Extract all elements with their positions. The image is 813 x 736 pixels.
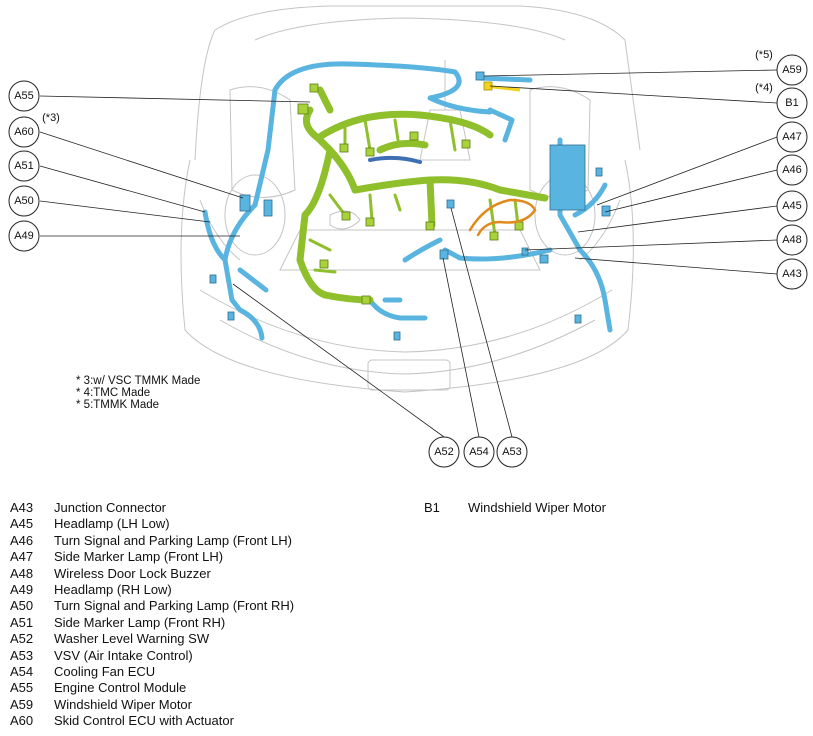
svg-text:A43: A43 — [782, 268, 802, 280]
callout-a47: A47 — [776, 121, 808, 153]
svg-text:(*4): (*4) — [755, 82, 773, 94]
svg-text:(*3): (*3) — [42, 112, 60, 124]
svg-text:A47: A47 — [782, 131, 802, 143]
harness-blue-connectors — [209, 71, 611, 341]
legend-code: A47 — [10, 549, 34, 565]
legend-label: Washer Level Warning SW — [54, 631, 210, 647]
variant-notes: * 3:w/ VSC TMMK Made * 4:TMC Made * 5:TM… — [76, 375, 200, 411]
legend-code: A50 — [10, 598, 34, 614]
legend-label: Windshield Wiper Motor — [468, 500, 606, 515]
legend-code: A53 — [10, 647, 34, 663]
legend-row: A50 Turn Signal and Parking Lamp (Front R… — [10, 598, 294, 614]
legend-row: B1 Windshield Wiper Motor — [424, 500, 606, 516]
legend-row: A53 VSV (Air Intake Control) — [10, 648, 294, 664]
callout-a59: A59 (*5) — [755, 49, 808, 86]
legend-label: Side Marker Lamp (Front LH) — [54, 549, 224, 565]
legend-row: A55 Engine Control Module — [10, 680, 294, 696]
callout-b1: B1 (*4) — [755, 82, 808, 119]
vehicle-outline — [180, 5, 641, 393]
harness-diagram: A55 A60 (*3) A51 A50 A49 A59 (*5) B1 (*4… — [8, 5, 808, 468]
legend-row: A48 Wireless Door Lock Buzzer — [10, 566, 294, 582]
legend-row: A59 Windshield Wiper Motor — [10, 697, 294, 713]
connector-legend-right: B1 Windshield Wiper Motor — [424, 500, 606, 516]
legend-label: Headlamp (LH Low) — [54, 516, 170, 532]
legend-code: A51 — [10, 614, 34, 630]
svg-text:A52: A52 — [434, 446, 454, 458]
harness-blue — [202, 61, 613, 341]
legend-code: A60 — [10, 713, 34, 729]
callout-a53: A53 — [496, 436, 528, 468]
legend-row: A47 Side Marker Lamp (Front LH) — [10, 549, 294, 565]
callout-a51: A51 — [8, 150, 40, 182]
svg-text:A54: A54 — [469, 446, 489, 458]
legend-label: Junction Connector — [54, 500, 167, 515]
note-2: * 4:TMC Made — [76, 387, 151, 399]
svg-text:A60: A60 — [14, 126, 34, 138]
legend-row: A54 Cooling Fan ECU — [10, 664, 294, 680]
svg-text:A45: A45 — [782, 200, 802, 212]
svg-text:(*5): (*5) — [755, 49, 773, 61]
svg-text:A51: A51 — [14, 160, 34, 172]
legend-code: A54 — [10, 664, 34, 680]
legend-code: A45 — [10, 516, 34, 532]
note-1: * 3:w/ VSC TMMK Made — [76, 375, 201, 387]
harness-green-connectors — [297, 83, 524, 305]
svg-text:B1: B1 — [785, 97, 798, 109]
legend-row: A49 Headlamp (RH Low) — [10, 582, 294, 598]
callout-a60: A60 (*3) — [8, 112, 60, 148]
legend-code: A55 — [10, 680, 34, 696]
legend-code: A48 — [10, 565, 34, 581]
legend-code: A46 — [10, 532, 34, 548]
callout-a50: A50 — [8, 185, 40, 217]
svg-text:A59: A59 — [782, 64, 802, 76]
svg-text:A50: A50 — [14, 195, 34, 207]
harness-green — [296, 86, 549, 304]
legend-label: Windshield Wiper Motor — [54, 696, 192, 712]
legend-label: Turn Signal and Parking Lamp (Front RH) — [54, 598, 295, 614]
connector-legend-left: A43 Junction Connector A45 Headlamp (LH Lo… — [10, 500, 294, 730]
svg-text:A55: A55 — [14, 90, 34, 102]
legend-label: VSV (Air Intake Control) — [54, 647, 193, 663]
legend-label: Skid Control ECU with Actuator — [54, 713, 234, 729]
harness-dark-blue — [368, 155, 422, 164]
legend-code: A43 — [10, 500, 34, 515]
legend-row: A60 Skid Control ECU with Actuator — [10, 713, 294, 729]
legend-label: Turn Signal and Parking Lamp (Front LH) — [54, 532, 292, 548]
legend-code: A59 — [10, 696, 34, 712]
legend-label: Engine Control Module — [54, 680, 187, 696]
harness-orange — [468, 198, 537, 237]
legend-code: B1 — [424, 500, 440, 515]
leader-lines — [39, 69, 778, 438]
callout-a48: A48 — [776, 224, 808, 256]
legend-code: A49 — [10, 582, 34, 598]
legend-row: A52 Washer Level Warning SW — [10, 631, 294, 647]
legend-row: A45 Headlamp (LH Low) — [10, 516, 294, 532]
legend-row: A46 Turn Signal and Parking Lamp (Front L… — [10, 533, 294, 549]
callout-a43: A43 — [776, 258, 808, 290]
callout-a54: A54 — [463, 436, 495, 468]
legend-row: A51 Side Marker Lamp (Front RH) — [10, 615, 294, 631]
callout-a46: A46 — [776, 154, 808, 186]
callout-a45: A45 — [776, 190, 808, 222]
callout-a55: A55 — [8, 80, 40, 112]
callout-a49: A49 — [8, 220, 40, 252]
note-3: * 5:TMMK Made — [76, 399, 160, 411]
legend-code: A52 — [10, 631, 34, 647]
harness-yellow — [483, 81, 521, 92]
legend-label: Wireless Door Lock Buzzer — [54, 565, 211, 581]
svg-text:A53: A53 — [502, 446, 522, 458]
svg-text:A46: A46 — [782, 164, 802, 176]
legend-label: Side Marker Lamp (Front RH) — [54, 614, 226, 630]
callout-a52: A52 — [428, 436, 460, 468]
svg-text:A48: A48 — [782, 234, 802, 246]
svg-text:A49: A49 — [14, 230, 34, 242]
legend-row: A43 Junction Connector — [10, 500, 294, 516]
legend-label: Headlamp (RH Low) — [54, 582, 172, 598]
legend-label: Cooling Fan ECU — [54, 664, 156, 680]
